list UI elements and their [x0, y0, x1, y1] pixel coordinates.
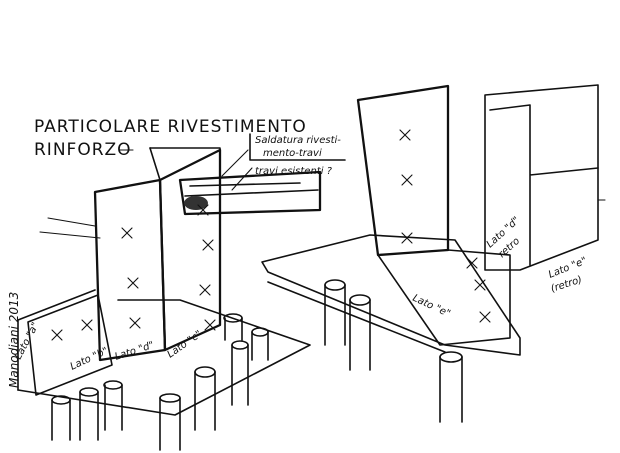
- right-back-frame: [484, 84, 599, 271]
- left-piles: [51, 313, 269, 451]
- label-lato-e: Lato "e": [411, 293, 452, 320]
- signature: Manodiani 2013: [7, 292, 21, 388]
- annotation-line-3: travi esistenti ?: [255, 166, 333, 177]
- annotation-line-1: Saldatura rivesti-: [255, 135, 341, 146]
- right-platform-edge: [267, 281, 446, 353]
- left-base-back-edge: [17, 289, 96, 391]
- beam-section-end: [184, 196, 208, 210]
- column-face-right: [158, 148, 222, 352]
- right-tall-panel: [356, 84, 450, 257]
- steel-beam-flange: [184, 182, 319, 197]
- annotation-bracket: [249, 133, 346, 161]
- right-floor-panel: [377, 249, 511, 346]
- column-top-edge: [149, 147, 221, 156]
- label-lato-d-front: Lato "d": [114, 340, 156, 363]
- title-line-2: RINFORZO: [34, 140, 132, 160]
- left-assembly: Lato "a" Lato "b" Lato "d" Lato "c": [13, 147, 322, 451]
- title-block: PARTICOLARE RIVESTIMENTO RINFORZO: [34, 117, 307, 160]
- right-panel-bolts: [399, 129, 491, 323]
- steel-beam: [178, 170, 322, 216]
- annotation-leader-1: [221, 149, 249, 177]
- title-line-1: PARTICOLARE RIVESTIMENTO: [34, 117, 307, 137]
- right-back-frame-inner: [489, 104, 599, 266]
- label-lato-e-retro-1: Lato "e": [547, 255, 588, 280]
- right-platform: [261, 234, 521, 356]
- column-bolts: [51, 204, 216, 341]
- label-lato-c: Lato "c": [165, 329, 204, 361]
- annotation-line-2: mento-travi: [263, 148, 322, 159]
- weld-annotation: Saldatura rivesti- mento-travi travi esi…: [221, 133, 346, 191]
- left-beam-lines: [39, 217, 101, 239]
- column-top-corner: [149, 147, 161, 181]
- left-panel-side-hatched: [27, 294, 113, 396]
- right-piles: [324, 279, 463, 423]
- annotation-leader-2: [231, 167, 253, 191]
